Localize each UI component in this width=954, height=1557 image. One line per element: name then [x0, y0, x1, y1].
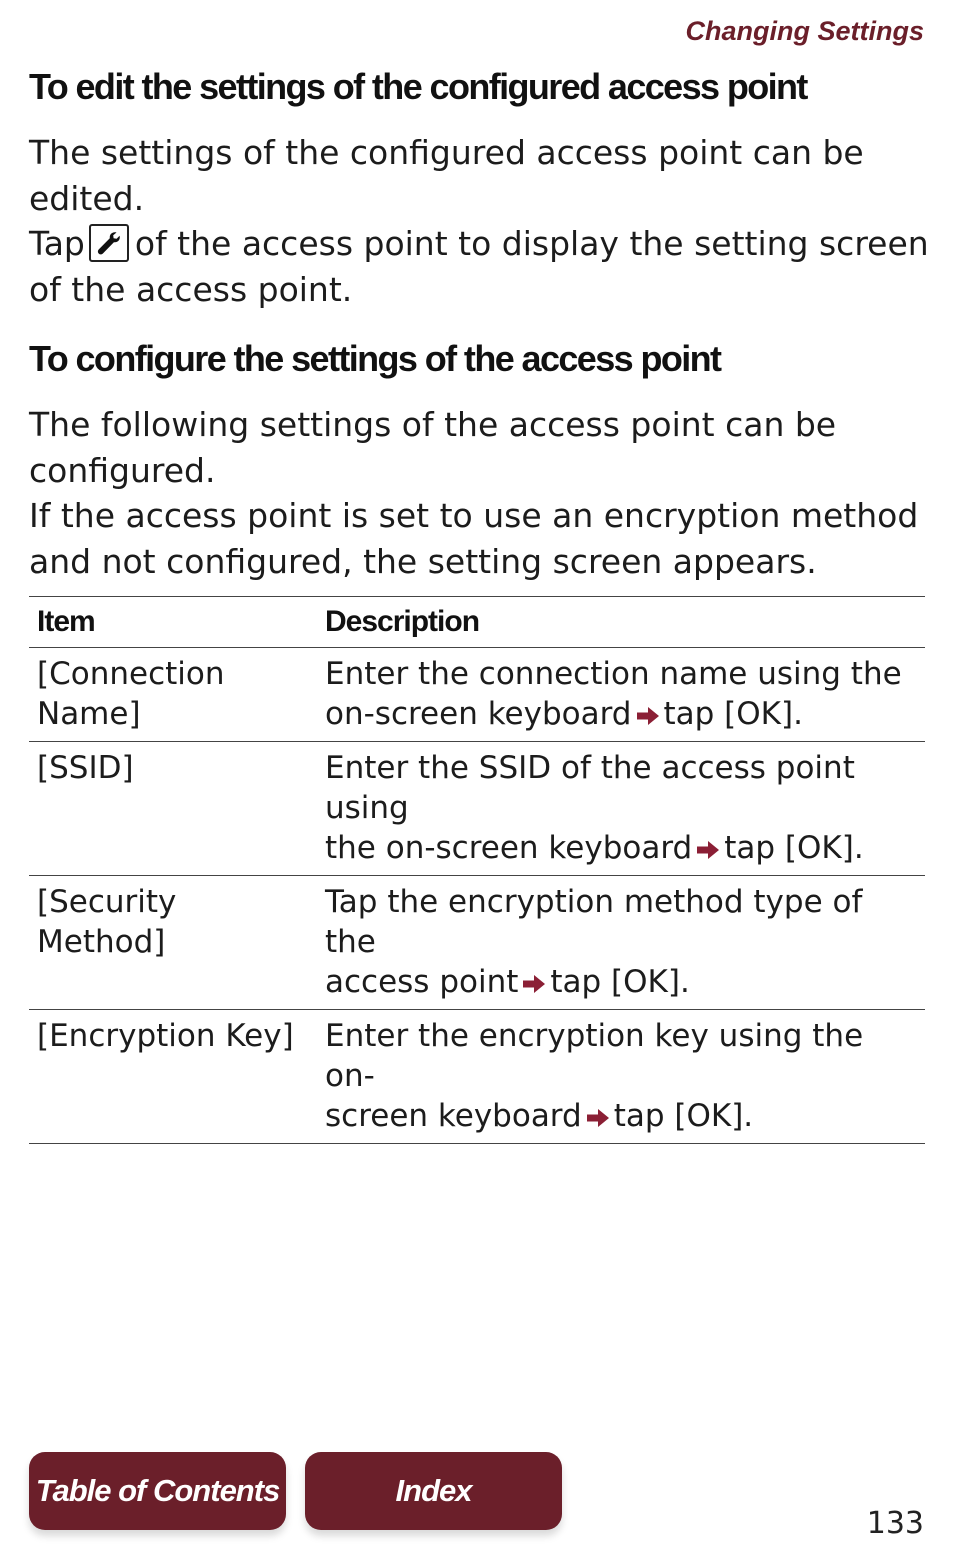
arrow-right-icon — [586, 1109, 609, 1127]
item-cell: [Security Method] — [29, 876, 317, 1010]
desc-line: Enter the encryption key using the on- — [325, 1018, 864, 1094]
paragraph-configure-settings: The following settings of the access poi… — [29, 402, 929, 584]
arrow-right-icon — [523, 975, 546, 993]
text-line: edited. — [29, 178, 145, 218]
desc-line: on-screen keyboard — [325, 696, 632, 732]
item-line: [Connection — [37, 656, 225, 692]
heading-edit-settings: To edit the settings of the configured a… — [29, 66, 808, 107]
text-line: The settings of the configured access po… — [29, 133, 864, 172]
desc-line: Enter the SSID of the access point using — [325, 750, 855, 826]
table-row: [SSID] Enter the SSID of the access poin… — [29, 741, 925, 876]
desc-line: access point — [325, 964, 519, 1000]
text-line: If the access point is set to use an enc… — [29, 496, 919, 535]
desc-line: Enter the connection name using the — [325, 656, 902, 692]
description-cell: Enter the connection name using the on-sc… — [317, 648, 925, 742]
item-cell: [Encryption Key] — [29, 1010, 317, 1144]
arrow-right-icon — [697, 841, 720, 859]
item-line: [Security Method] — [37, 884, 177, 960]
tap-suffix: of the access point to display the setti… — [134, 224, 929, 263]
description-cell: Tap the encryption method type of the acc… — [317, 876, 925, 1010]
section-label: Changing Settings — [685, 16, 925, 46]
table-row: [Security Method] Tap the encryption met… — [29, 875, 925, 1010]
item-cell: [SSID] — [29, 742, 317, 876]
tap-prefix: Tap — [29, 224, 85, 263]
description-cell: Enter the SSID of the access point using… — [317, 742, 925, 876]
item-line: [SSID] — [37, 750, 134, 786]
description-cell: Enter the encryption key using the on-sc… — [317, 1010, 925, 1144]
text-line: and not configured, the setting screen a… — [29, 541, 817, 581]
arrow-right-icon — [636, 707, 659, 725]
index-button[interactable]: Index — [305, 1452, 562, 1530]
desc-line-end: tap [OK]. — [663, 696, 803, 732]
column-header-item: Item — [37, 605, 96, 638]
desc-line: screen keyboard — [325, 1098, 582, 1134]
text-line-tap: Tap of the access point to display the se… — [29, 221, 929, 267]
paragraph-edit-settings: The settings of the configured access po… — [29, 130, 929, 312]
desc-line-end: tap [OK]. — [550, 964, 690, 1000]
table-row: [Encryption Key] Enter the encryption ke… — [29, 1009, 925, 1144]
text-line: of the access point. — [29, 269, 353, 309]
desc-line-end: tap [OK]. — [724, 830, 864, 866]
heading-configure-settings: To configure the settings of the access … — [29, 338, 722, 379]
text-line: configured. — [29, 450, 216, 490]
item-line: Name] — [37, 696, 141, 732]
page-number: 133 — [866, 1506, 924, 1541]
desc-line-end: tap [OK]. — [613, 1098, 754, 1134]
item-line: [Encryption Key] — [37, 1018, 294, 1054]
text-line: The following settings of the access poi… — [29, 405, 837, 444]
table-of-contents-button[interactable]: Table of Contents — [29, 1452, 286, 1530]
column-header-description: Description — [325, 605, 480, 638]
wrench-icon — [88, 224, 129, 262]
desc-line: the on-screen keyboard — [325, 830, 693, 866]
table-header-row: Item Description — [29, 596, 925, 648]
desc-line: Tap the encryption method type of the — [325, 884, 863, 960]
